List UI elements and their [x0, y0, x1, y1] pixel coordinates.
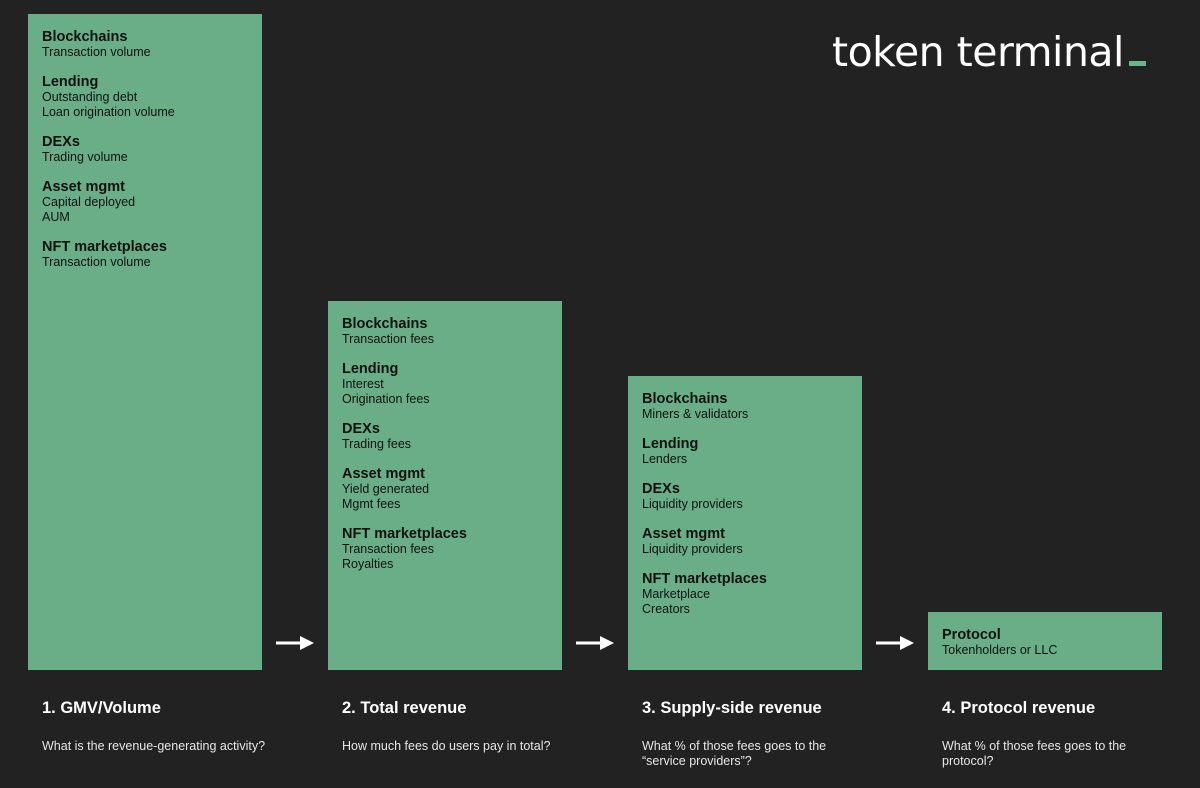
category-metric: Loan origination volume [42, 105, 175, 119]
stage-box-supply-side-revenue: Blockchains Miners & validators Lending … [628, 376, 862, 670]
category-group: Asset mgmt Capital deployed AUM [42, 180, 248, 225]
category-title: Lending [42, 74, 99, 90]
step-title-total-revenue: 2. Total revenue [342, 699, 467, 717]
category-group: Lending Interest Origination fees [342, 362, 548, 407]
category-group: Lending Outstanding debt Loan originatio… [42, 75, 248, 120]
category-group: NFT marketplaces Transaction volume [42, 240, 248, 270]
category-title: Asset mgmt [342, 466, 425, 482]
category-metric: Creators [642, 602, 690, 616]
category-metric: Lenders [642, 452, 688, 466]
category-metric: Transaction fees [342, 332, 434, 346]
category-metric: Miners & validators [642, 407, 749, 421]
category-metric: Transaction volume [42, 255, 151, 269]
category-group: Blockchains Transaction fees [342, 317, 548, 347]
category-metric: Transaction fees [342, 542, 434, 556]
step-description: What % of those fees goes to the “servic… [642, 739, 827, 768]
category-metric: Interest [342, 377, 384, 391]
category-group: NFT marketplaces Transaction fees Royalt… [342, 527, 548, 572]
category-title: DEXs [42, 134, 80, 150]
category-metric: Royalties [342, 557, 394, 571]
category-metric: Trading fees [342, 437, 412, 451]
step-title-gmv-volume: 1. GMV/Volume [42, 699, 161, 717]
step-title-protocol-revenue: 4. Protocol revenue [942, 699, 1096, 717]
category-metric: Capital deployed [42, 195, 136, 209]
category-metric: Origination fees [342, 392, 430, 406]
category-title: Lending [342, 361, 399, 377]
category-metric: Yield generated [342, 482, 430, 496]
right-arrow-icon [276, 636, 314, 650]
step-title-supply-side-revenue: 3. Supply-side revenue [642, 699, 822, 717]
category-metric: Mgmt fees [342, 497, 401, 511]
category-title: Lending [642, 436, 699, 452]
logo-cursor-mark [1128, 61, 1146, 66]
category-title: NFT marketplaces [342, 526, 467, 542]
category-metric: Liquidity providers [642, 542, 743, 556]
category-group: DEXs Liquidity providers [642, 482, 848, 512]
step-description: What % of those fees goes to the protoco… [942, 739, 1127, 768]
category-title: Blockchains [42, 29, 128, 45]
token-terminal-logo: token terminal [832, 27, 1146, 77]
stage-box-gmv-volume: Blockchains Transaction volume Lending O… [28, 14, 262, 670]
category-metric: Liquidity providers [642, 497, 743, 511]
category-title: NFT marketplaces [42, 239, 167, 255]
category-group: Blockchains Miners & validators [642, 392, 848, 422]
stage-box-total-revenue: Blockchains Transaction fees Lending Int… [328, 301, 562, 670]
category-group: Asset mgmt Liquidity providers [642, 527, 848, 557]
category-title: DEXs [642, 481, 680, 497]
category-group: Lending Lenders [642, 437, 848, 467]
category-metric: Trading volume [42, 150, 128, 164]
category-metric: AUM [42, 210, 70, 224]
right-arrow-icon [876, 636, 914, 650]
category-metric: Transaction volume [42, 45, 151, 59]
right-arrow-icon [576, 636, 614, 650]
category-group: NFT marketplaces Marketplace Creators [642, 572, 848, 617]
step-description: How much fees do users pay in total? [342, 739, 551, 753]
category-title: Blockchains [342, 316, 428, 332]
category-metric: Marketplace [642, 587, 711, 601]
category-title: Blockchains [642, 391, 728, 407]
category-metric: Outstanding debt [42, 90, 138, 104]
category-title: Asset mgmt [642, 526, 725, 542]
category-metric: Tokenholders or LLC [942, 643, 1058, 657]
category-group: Blockchains Transaction volume [42, 30, 248, 60]
category-title: NFT marketplaces [642, 571, 767, 587]
category-group: DEXs Trading fees [342, 422, 548, 452]
category-title: Asset mgmt [42, 179, 125, 195]
logo-text: token terminal [832, 28, 1124, 76]
step-description: What is the revenue-generating activity? [42, 739, 266, 753]
category-group: Asset mgmt Yield generated Mgmt fees [342, 467, 548, 512]
category-group: DEXs Trading volume [42, 135, 248, 165]
category-group: Protocol Tokenholders or LLC [942, 628, 1148, 658]
category-title: DEXs [342, 421, 380, 437]
category-title: Protocol [942, 627, 1001, 643]
stage-box-protocol-revenue: Protocol Tokenholders or LLC [928, 612, 1162, 670]
